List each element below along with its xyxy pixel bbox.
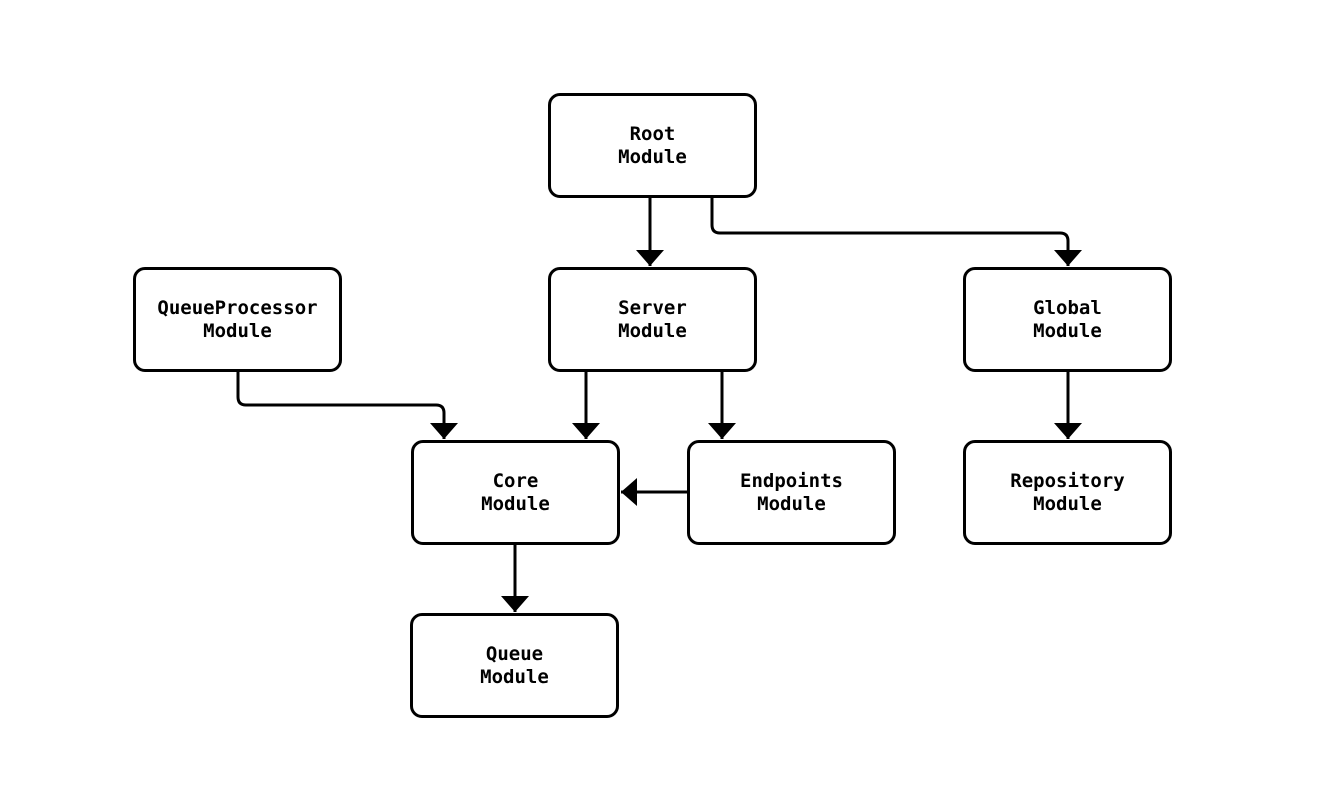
node-endpoints-module-label: Endpoints Module (740, 469, 843, 515)
node-core-module: Core Module (411, 440, 620, 545)
node-repository-module-label: Repository Module (1010, 469, 1125, 515)
node-server-module-label: Server Module (618, 296, 687, 342)
node-queueprocessor-module-label: QueueProcessor Module (157, 296, 318, 342)
node-server-module: Server Module (548, 267, 757, 372)
node-repository-module: Repository Module (963, 440, 1172, 545)
node-endpoints-module: Endpoints Module (687, 440, 896, 545)
node-core-module-label: Core Module (481, 469, 550, 515)
node-queueprocessor-module: QueueProcessor Module (133, 267, 342, 372)
node-root-module-label: Root Module (618, 122, 687, 168)
node-global-module-label: Global Module (1033, 296, 1102, 342)
node-queue-module: Queue Module (410, 613, 619, 718)
node-queue-module-label: Queue Module (480, 642, 549, 688)
node-global-module: Global Module (963, 267, 1172, 372)
edge-queueprocessor-to-core (236, 371, 458, 439)
edge-root-to-global (710, 197, 1082, 266)
node-root-module: Root Module (548, 93, 757, 198)
